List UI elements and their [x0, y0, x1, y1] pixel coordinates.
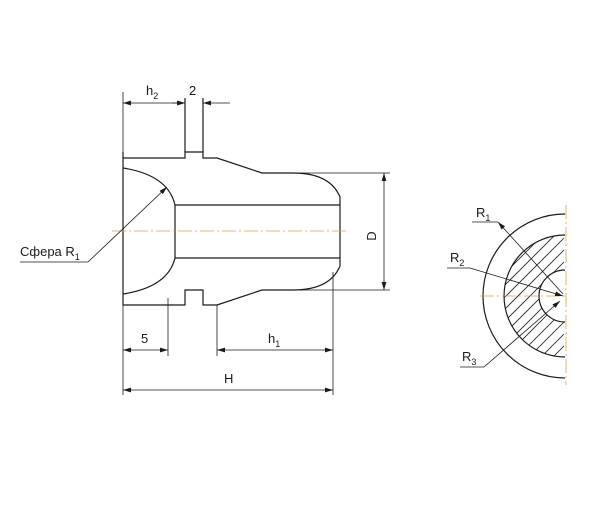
- part-outline: [122, 151, 341, 306]
- dimensions-left: h2 2 D 5 h1 H Сфера R1: [20, 83, 390, 395]
- r1-arrow: [497, 221, 564, 295]
- r2-label: R2: [450, 250, 464, 268]
- r3-arrow: [483, 300, 561, 368]
- sphere-cavity: [122, 167, 176, 295]
- sphere-leader-arrow: [87, 186, 168, 263]
- two-label: 2: [189, 83, 196, 98]
- d-label: D: [364, 231, 379, 240]
- bore: [174, 204, 340, 259]
- flange-top: [184, 98, 204, 152]
- section-view: R1 R2 R3: [447, 205, 567, 385]
- h1-label: h1: [268, 331, 280, 349]
- h2-label: h2: [146, 83, 158, 101]
- sphere-label: Сфера R1: [20, 244, 80, 262]
- five-label: 5: [141, 331, 148, 346]
- hatched-section: [504, 235, 565, 357]
- h-label: H: [224, 371, 233, 386]
- part-side-view: [112, 98, 346, 306]
- r1-label: R1: [476, 205, 490, 223]
- r2-arrow: [469, 267, 564, 297]
- r3-label: R3: [462, 349, 476, 367]
- cavity-arc: [538, 269, 566, 323]
